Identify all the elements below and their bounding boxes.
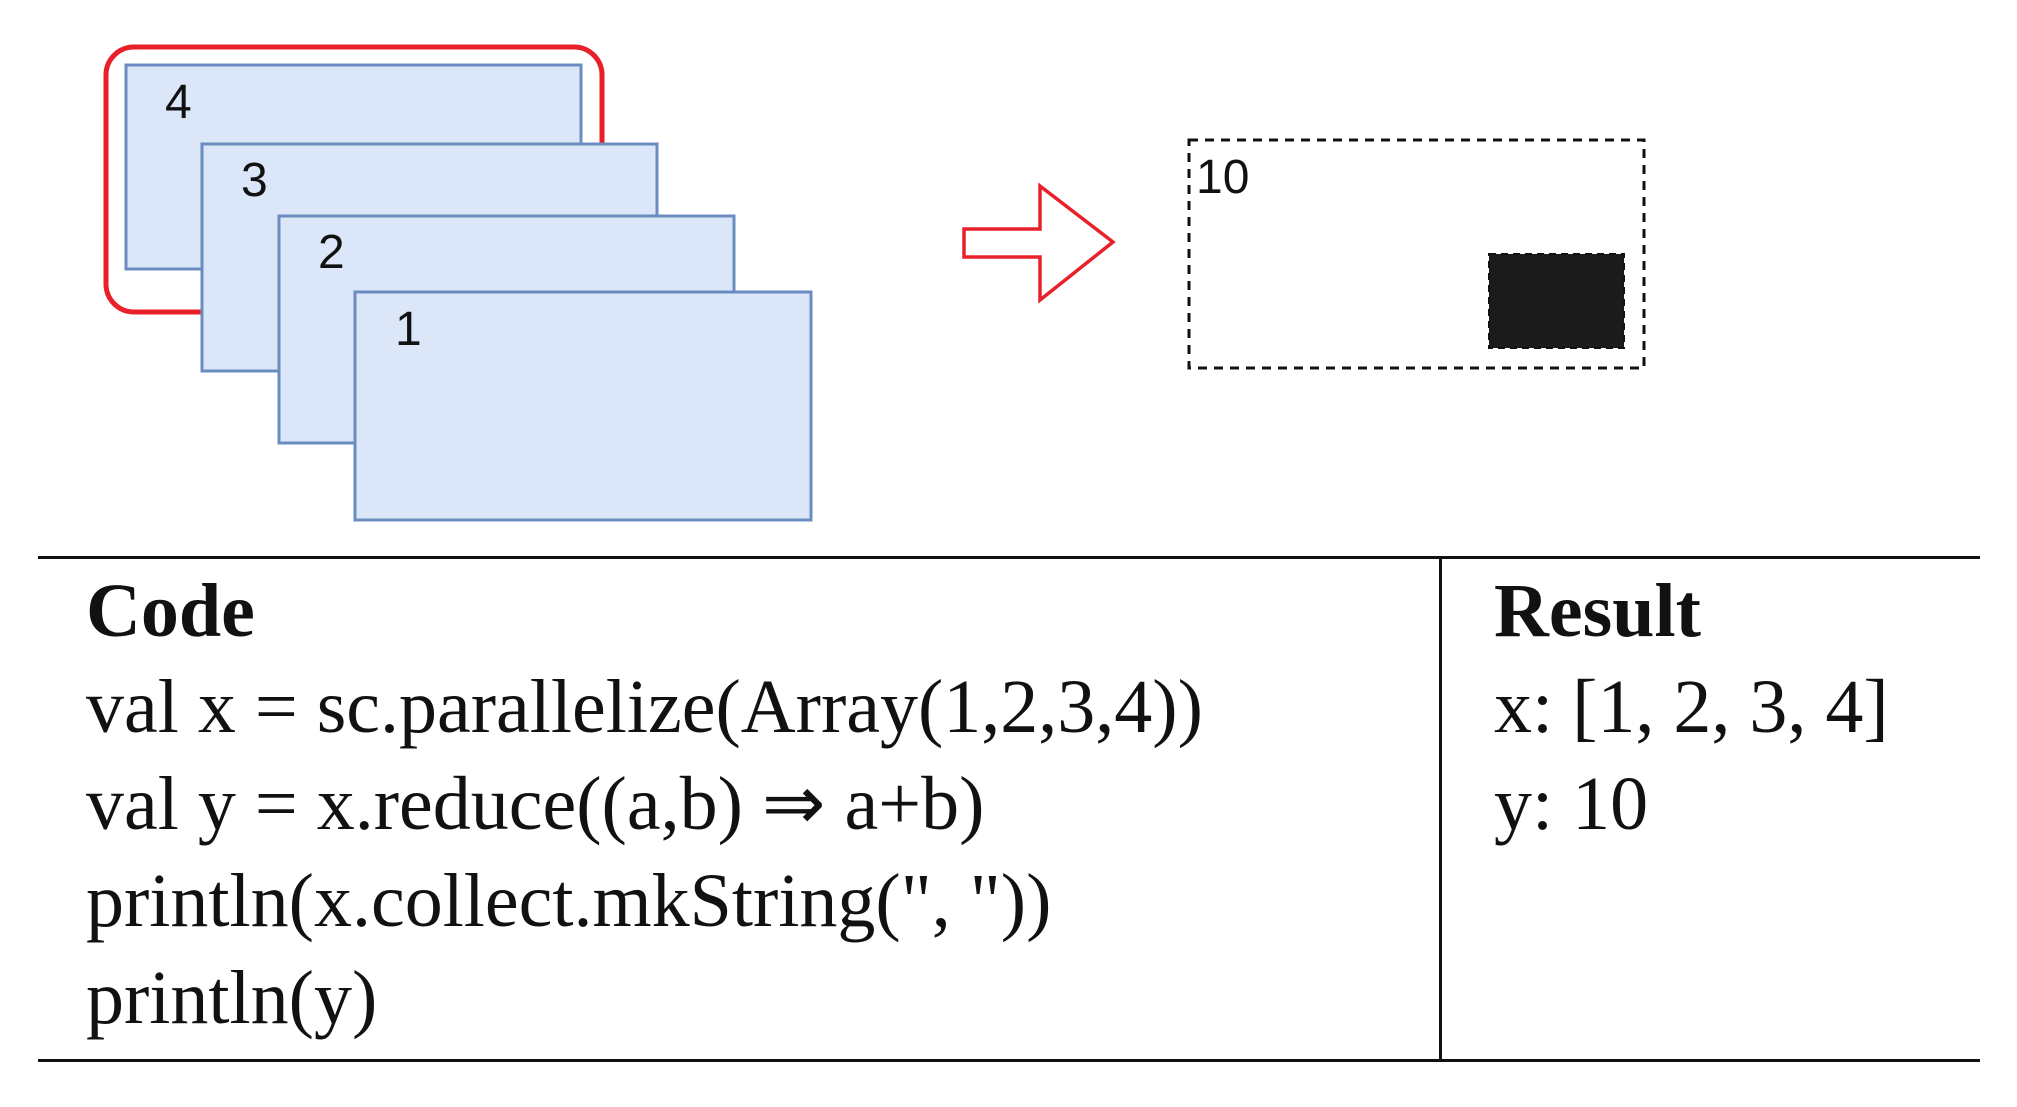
result-box xyxy=(1187,138,1646,370)
code-line: val y = x.reduce((a,b) ⇒ a+b) xyxy=(86,762,985,846)
partition-label-3: 3 xyxy=(241,154,268,207)
right-arrow-icon xyxy=(962,182,1116,304)
code-result-table: Code val x = sc.parallelize(Array(1,2,3,… xyxy=(38,556,1980,1062)
code-line: println(y) xyxy=(86,956,378,1040)
partition-reduce-diagram: 4 3 2 1 10 xyxy=(103,44,1646,522)
result-label: 10 xyxy=(1196,151,1249,204)
code-header: Code xyxy=(86,569,255,653)
result-header: Result xyxy=(1494,569,1701,653)
result-block xyxy=(1488,253,1625,349)
code-line: val x = sc.parallelize(Array(1,2,3,4)) xyxy=(86,665,1203,749)
result-line: x: [1, 2, 3, 4] xyxy=(1494,665,1889,749)
code-line: println(x.collect.mkString(", ")) xyxy=(86,859,1052,943)
partition-label-1: 1 xyxy=(395,303,422,356)
result-column: Result x: [1, 2, 3, 4] y: 10 xyxy=(1442,559,1980,1059)
partition-label-4: 4 xyxy=(165,76,192,129)
code-column: Code val x = sc.parallelize(Array(1,2,3,… xyxy=(38,559,1442,1059)
partition-card-1: 1 xyxy=(353,290,813,522)
partition-label-2: 2 xyxy=(318,226,345,279)
result-line: y: 10 xyxy=(1494,762,1649,846)
